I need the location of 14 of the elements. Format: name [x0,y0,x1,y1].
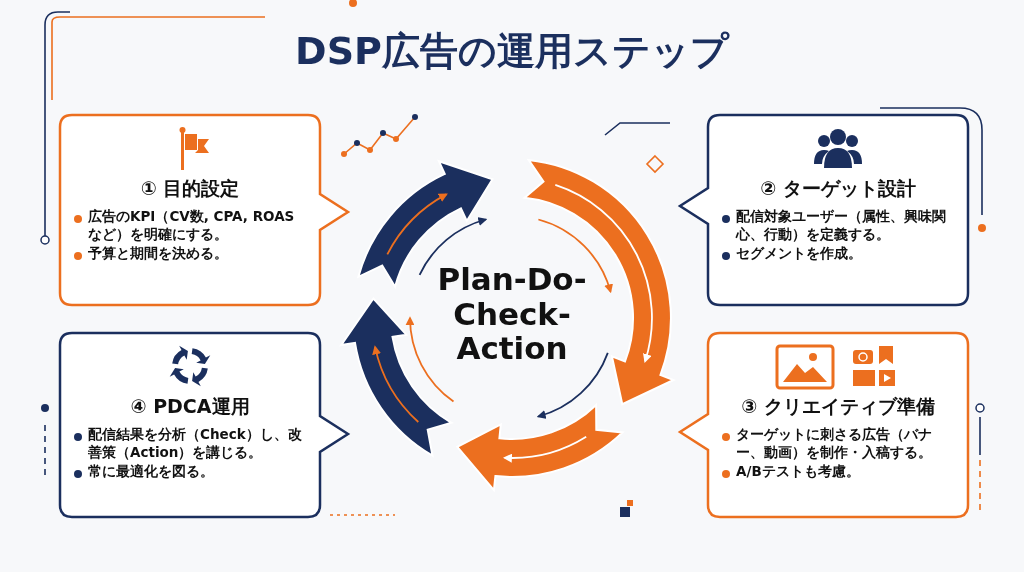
step-title: ③ クリエイティブ準備 [740,394,936,419]
bullet-text: 配信結果を分析（Check）し、改善策（Action）を講じる。 [72,426,308,462]
bullet-text: 広告のKPI（CV数, CPA, ROASなど）を明確にする。 [72,208,308,244]
step-title: ② ターゲット設計 [759,176,917,201]
cycle-label: Plan-Do-Check-Action [432,262,592,367]
bullet-text: 予算と期間を決める。 [72,245,308,263]
bullet-text: 常に最適化を図る。 [72,463,308,481]
bullet-text: A/Bテストも考慮。 [720,463,956,481]
title: DSP広告の運用ステップ [295,28,729,75]
step-title: ① 目的設定 [139,176,241,201]
bullet-text: ターゲットに刺さる広告（バナー、動画）を制作・入稿する。 [720,426,956,462]
step-title: ④ PDCA運用 [129,394,251,419]
bullet-text: セグメントを作成。 [720,245,956,263]
bullet-text: 配信対象ユーザー（属性、興味関心、行動）を定義する。 [720,208,956,244]
